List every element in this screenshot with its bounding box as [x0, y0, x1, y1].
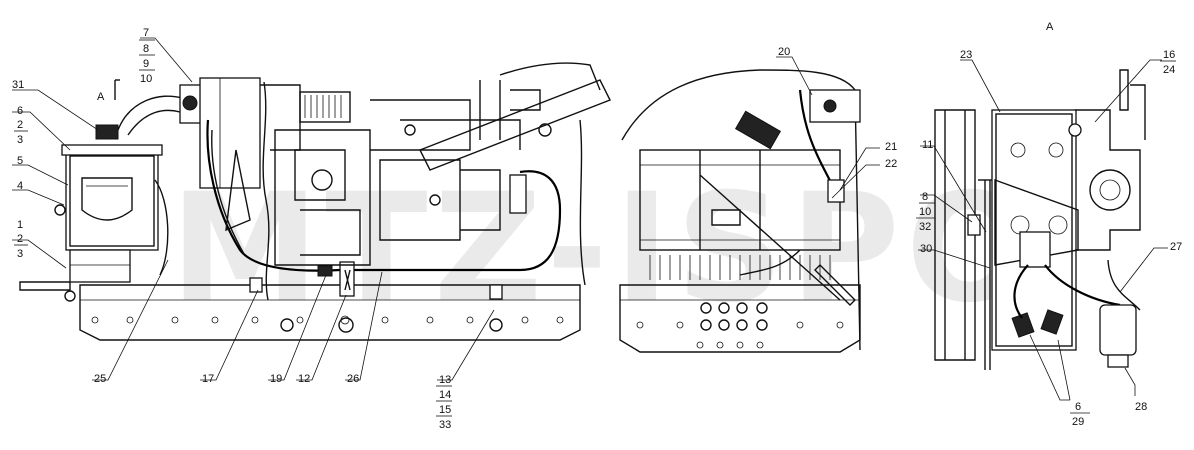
callout: 2	[17, 119, 23, 131]
callout: 15	[439, 404, 451, 416]
middle-view	[619, 69, 861, 353]
callout: 19	[270, 373, 282, 385]
callout: 13	[439, 374, 451, 386]
right-view	[934, 69, 1146, 370]
callout: 32	[919, 221, 931, 233]
callouts: A A 31 6 2 3 5 4 1 2 3 7 8 9 10 25 17 19…	[12, 21, 1182, 431]
callout: 31	[12, 79, 24, 91]
callout: 8	[922, 191, 928, 203]
view-label: A	[1046, 21, 1054, 33]
watermark: MTZ-ISPO	[170, 162, 1039, 336]
callout: 1	[17, 219, 23, 231]
callout: 10	[140, 73, 152, 85]
left-view	[19, 62, 611, 341]
callout: 22	[885, 158, 897, 170]
callout: 29	[1072, 416, 1084, 428]
view-label: A	[97, 91, 105, 103]
callout: 33	[439, 419, 451, 431]
callout: 7	[143, 27, 149, 39]
callout: 21	[885, 141, 897, 153]
callout: 3	[17, 248, 23, 260]
callout: 26	[347, 373, 359, 385]
callout: 30	[920, 243, 932, 255]
callout: 25	[94, 373, 106, 385]
callout: 2	[17, 233, 23, 245]
callout: 14	[439, 389, 451, 401]
battery	[65, 151, 159, 251]
callout: 9	[143, 58, 149, 70]
callout: 6	[1075, 401, 1081, 413]
callout: 27	[1170, 241, 1182, 253]
callout: 17	[202, 373, 214, 385]
callout: 16	[1163, 49, 1175, 61]
callout: 20	[778, 46, 790, 58]
callout: 10	[919, 206, 931, 218]
callout: 3	[17, 134, 23, 146]
callout: 6	[17, 105, 23, 117]
callout: 12	[298, 373, 310, 385]
callout: 4	[17, 180, 23, 192]
callout: 8	[143, 43, 149, 55]
callout: 11	[922, 139, 933, 151]
callout: 24	[1163, 64, 1175, 76]
callout: 23	[960, 49, 972, 61]
callout: 28	[1135, 401, 1147, 413]
callout: 5	[17, 155, 23, 167]
